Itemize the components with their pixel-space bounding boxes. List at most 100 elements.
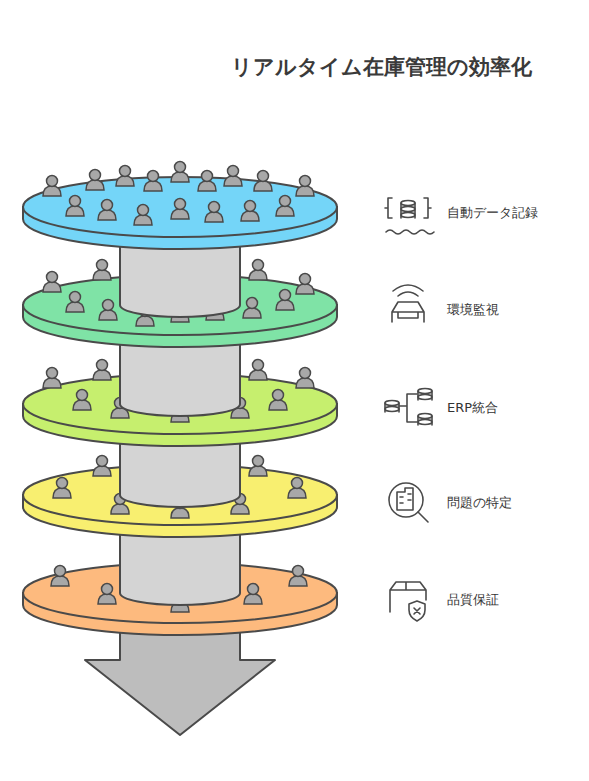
person-head — [245, 201, 256, 212]
person-head — [300, 274, 311, 285]
person-icon — [93, 466, 111, 476]
person-head — [292, 478, 303, 489]
person-icon — [249, 466, 267, 476]
person-icon — [144, 181, 162, 191]
person-head — [273, 390, 284, 401]
person-head — [209, 202, 220, 213]
layer-label: 問題の特定 — [447, 494, 512, 512]
layer-label: 環境監視 — [447, 301, 499, 319]
person-head — [97, 260, 108, 271]
person-head — [247, 298, 258, 309]
person-icon — [99, 310, 117, 320]
person-head — [300, 176, 311, 187]
person-icon — [73, 400, 91, 410]
person-head — [280, 196, 291, 207]
person-icon — [231, 504, 249, 514]
db-side — [418, 416, 432, 425]
person-head — [77, 390, 88, 401]
person-icon — [249, 270, 267, 280]
building — [397, 488, 413, 510]
person-head — [103, 300, 114, 311]
person-head — [253, 360, 264, 371]
person-icon — [205, 212, 223, 222]
db-disk — [418, 395, 432, 400]
person-icon — [269, 400, 287, 410]
person-icon — [289, 576, 307, 586]
diagram-title: リアルタイム在庫管理の効率化 — [231, 53, 532, 81]
person-icon — [296, 284, 314, 294]
db-disk — [385, 401, 399, 406]
person-head — [253, 260, 264, 271]
person-head — [57, 478, 68, 489]
person-icon — [276, 300, 294, 310]
person-head — [102, 584, 113, 595]
db-disk — [401, 213, 415, 218]
person-head — [258, 171, 269, 182]
person-icon — [241, 211, 259, 221]
person-head — [55, 566, 66, 577]
person-head — [90, 170, 101, 181]
person-icon — [53, 488, 71, 498]
disc-top — [23, 177, 337, 237]
db-side — [385, 403, 399, 412]
person-head — [253, 456, 264, 467]
person-head — [300, 368, 311, 379]
person-head — [47, 176, 58, 187]
person-icon — [134, 215, 152, 225]
db-disk — [418, 420, 432, 425]
person-head — [102, 200, 113, 211]
person-icon — [93, 270, 111, 280]
person-head — [70, 292, 81, 303]
person-icon — [98, 210, 116, 220]
person-icon — [288, 488, 306, 498]
person-head — [70, 196, 81, 207]
person-head — [248, 584, 259, 595]
person-head — [97, 360, 108, 371]
shield — [409, 601, 425, 621]
person-icon — [296, 378, 314, 388]
person-head — [293, 566, 304, 577]
db-disk — [401, 207, 415, 212]
layer-label: 自動データ記録 — [447, 204, 538, 222]
person-icon — [276, 206, 294, 216]
person-icon — [43, 378, 61, 388]
person-icon — [111, 504, 129, 514]
person-icon — [224, 176, 242, 186]
person-head — [47, 272, 58, 283]
db-disk — [418, 389, 432, 394]
person-icon — [171, 508, 189, 518]
person-icon — [243, 308, 261, 318]
person-head — [148, 171, 159, 182]
person-head — [228, 166, 239, 177]
person-icon — [198, 181, 216, 191]
person-head — [120, 166, 131, 177]
person-icon — [136, 316, 154, 326]
link-lines — [399, 394, 417, 422]
person-icon — [66, 206, 84, 216]
signal-waves — [393, 285, 423, 296]
db-disk — [401, 201, 415, 206]
layer-label: 品質保証 — [447, 591, 499, 609]
person-head — [97, 456, 108, 467]
person-head — [175, 199, 186, 210]
person-head — [138, 205, 149, 216]
layer-label: ERP統合 — [447, 399, 498, 417]
person-icon — [43, 186, 61, 196]
person-head — [202, 171, 213, 182]
person-icon — [249, 370, 267, 380]
db-disk — [418, 414, 432, 419]
person-icon — [296, 186, 314, 196]
wave-line — [386, 230, 434, 234]
icon-group — [385, 198, 434, 621]
person-icon — [244, 594, 262, 604]
person-icon — [51, 576, 69, 586]
person-icon — [86, 180, 104, 190]
person-icon — [254, 181, 272, 191]
db-side — [401, 203, 415, 218]
magnifier-handle — [418, 512, 428, 522]
db-side — [418, 391, 432, 400]
bracket-right — [424, 198, 431, 218]
person-icon — [171, 209, 189, 219]
